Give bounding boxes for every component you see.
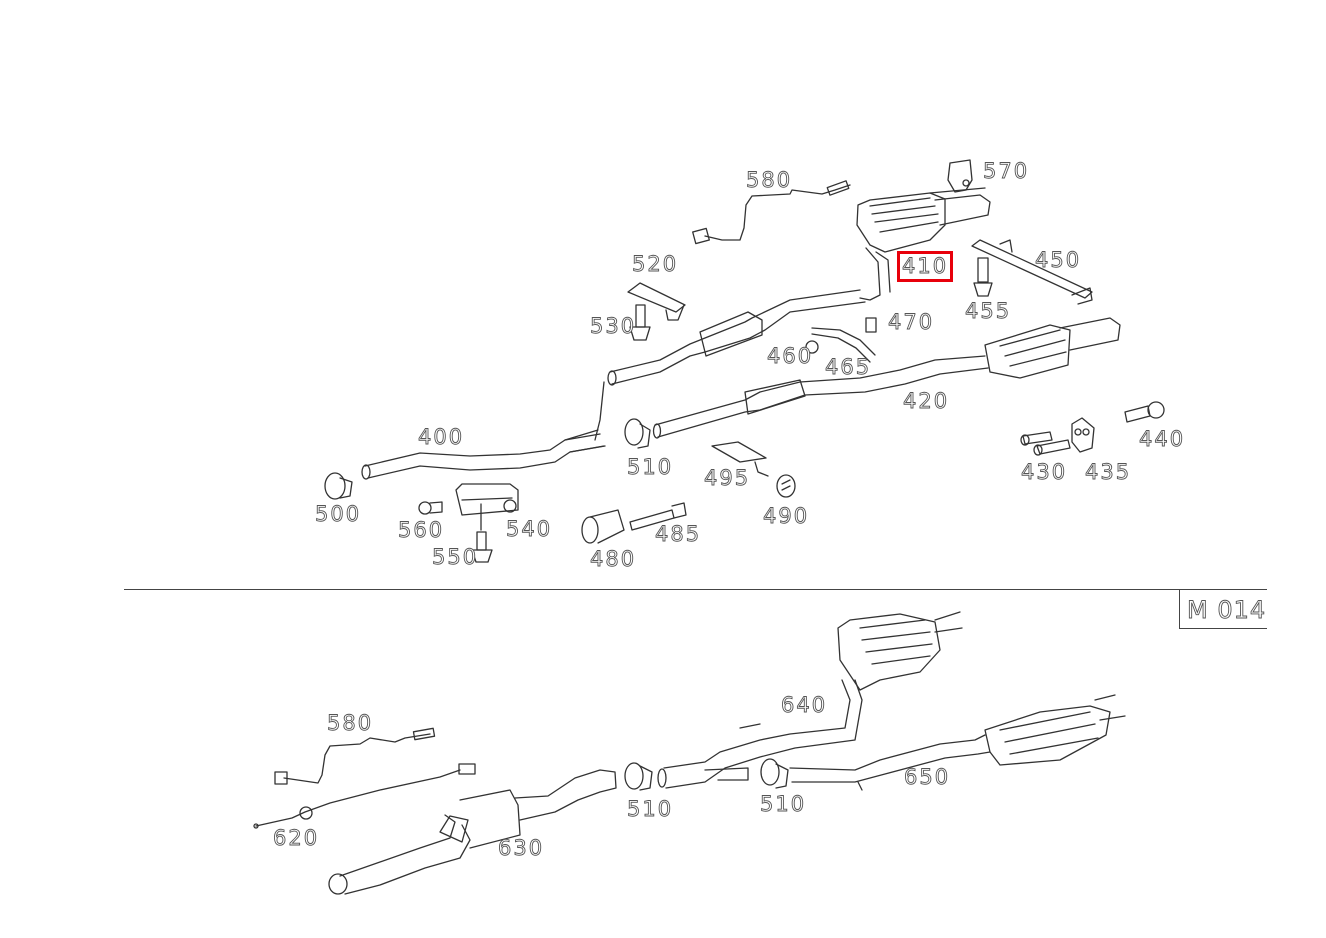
bolt-550-drawing — [471, 503, 493, 563]
bracket-450-drawing — [971, 239, 1093, 305]
rear-muffler-410-drawing — [856, 187, 991, 301]
oxygen-sensor-580-lower-drawing — [274, 727, 436, 785]
callout-430[interactable]: 430 — [1021, 460, 1068, 484]
callout-620[interactable]: 620 — [273, 826, 320, 850]
callout-520[interactable]: 520 — [632, 252, 679, 276]
clamp-500-drawing — [324, 472, 353, 500]
callout-450[interactable]: 450 — [1035, 248, 1082, 272]
callout-510[interactable]: 510 — [627, 455, 674, 479]
damper-435-drawing — [1071, 417, 1095, 453]
callout-470[interactable]: 470 — [888, 310, 935, 334]
section-divider — [124, 589, 1267, 590]
callout-510-lower-left[interactable]: 510 — [627, 797, 674, 821]
callout-570[interactable]: 570 — [983, 159, 1030, 183]
clamp-510-lower-right-drawing — [760, 758, 789, 789]
bolt-485-drawing — [629, 502, 687, 531]
y-pipe-640-drawing — [657, 611, 963, 789]
callout-435[interactable]: 435 — [1085, 460, 1132, 484]
bolt-440-drawing — [1124, 401, 1165, 423]
washer-490-drawing — [776, 474, 796, 498]
bracket-540-drawing — [455, 483, 519, 516]
callout-410-selected[interactable]: 410 — [896, 251, 954, 282]
bracket-495-drawing — [711, 441, 769, 477]
bracket-520-drawing — [627, 282, 686, 321]
callout-440[interactable]: 440 — [1139, 427, 1186, 451]
hanger-465-drawing — [805, 317, 877, 363]
callout-420[interactable]: 420 — [903, 389, 950, 413]
callout-480[interactable]: 480 — [590, 547, 637, 571]
rear-pipe-420-drawing — [652, 317, 1121, 439]
screw-560-drawing — [418, 501, 443, 515]
callout-560[interactable]: 560 — [398, 518, 445, 542]
rubber-hanger-570-drawing — [947, 159, 973, 193]
callout-650[interactable]: 650 — [904, 765, 951, 789]
bolts-430-drawing — [1020, 431, 1071, 456]
callout-540[interactable]: 540 — [506, 517, 553, 541]
callout-580-lower[interactable]: 580 — [327, 711, 374, 735]
callout-490[interactable]: 490 — [763, 504, 810, 528]
bolt-455-drawing — [973, 257, 993, 297]
callout-465[interactable]: 465 — [825, 355, 872, 379]
bolt-530-drawing — [629, 304, 651, 341]
callout-550[interactable]: 550 — [432, 545, 479, 569]
callout-455[interactable]: 455 — [965, 299, 1012, 323]
mount-480-drawing — [581, 509, 625, 544]
callout-630[interactable]: 630 — [498, 836, 545, 860]
rear-pipe-650-drawing — [789, 694, 1126, 791]
diagram-code-box: M 014 — [1179, 589, 1267, 629]
callout-495[interactable]: 495 — [704, 466, 751, 490]
callout-485[interactable]: 485 — [655, 522, 702, 546]
callout-530[interactable]: 530 — [590, 314, 637, 338]
callout-510-lower-right[interactable]: 510 — [760, 792, 807, 816]
clamp-510-drawing — [624, 418, 651, 449]
middle-pipe-drawing — [594, 289, 866, 441]
clamp-510-lower-left-drawing — [624, 762, 653, 791]
callout-460[interactable]: 460 — [767, 344, 814, 368]
callout-640[interactable]: 640 — [781, 693, 828, 717]
diagram-code: M 014 — [1187, 596, 1267, 625]
callout-400[interactable]: 400 — [418, 425, 465, 449]
front-pipe-400-drawing — [361, 429, 606, 480]
callout-580[interactable]: 580 — [746, 168, 793, 192]
sensor-620-drawing — [253, 763, 476, 829]
callout-500[interactable]: 500 — [315, 502, 362, 526]
front-pipe-630-drawing — [328, 769, 617, 895]
oxygen-sensor-580-drawing — [692, 180, 851, 245]
